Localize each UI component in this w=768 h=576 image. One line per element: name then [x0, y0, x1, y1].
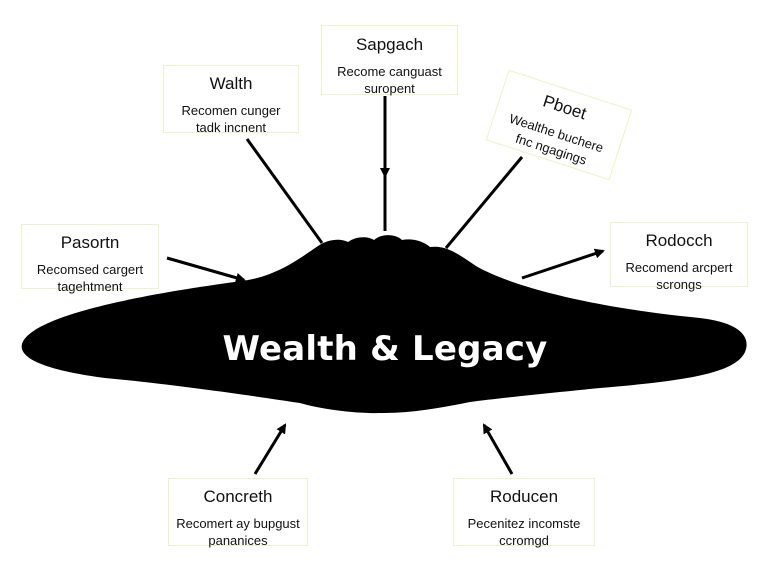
- node-desc-line1: Recomen cunger: [181, 103, 281, 118]
- node-desc-line1: Recome canguast: [337, 64, 442, 79]
- node-card-rodocch: Rodocch Recomend arcpert scrongs: [610, 222, 748, 292]
- node-desc-line1: Recomsed cargert: [36, 262, 144, 277]
- node-card-wealth: Walth Recomen cunger tadk incnent: [163, 65, 299, 135]
- node-title: Sapgach: [355, 35, 424, 54]
- node-card-sapgach: Sapgach Recome canguast suropent: [321, 25, 458, 96]
- node-title: Roducen: [489, 487, 559, 506]
- node-desc-line2: tadk incnent: [195, 120, 267, 135]
- center-title: Wealth & Legacy: [222, 329, 548, 369]
- node-title: Rodocch: [645, 231, 713, 250]
- wealth-mound-shape: [21, 235, 747, 414]
- node-title: Concreth: [203, 487, 273, 506]
- node-desc-line2: scrongs: [656, 277, 702, 292]
- node-title: Pasortn: [60, 233, 120, 252]
- node-desc-line2: suropent: [364, 81, 415, 96]
- node-desc-line1: Recomert ay bupgust: [176, 516, 300, 531]
- node-card-roducen: Roducen Pecenitez incomste ccromgd: [453, 478, 595, 548]
- arrow-from-pasortn: [166, 256, 246, 283]
- node-desc-line1: Recomend arcpert: [625, 260, 733, 275]
- node-title: Walth: [209, 74, 253, 93]
- arrow-from-roducen: [482, 423, 514, 475]
- arrow-from-wealth: [245, 138, 324, 244]
- node-card-pasortn: Pasortn Recomsed cargert tagehtment: [21, 224, 159, 294]
- node-desc-line1: Pecenitez incomste: [467, 516, 581, 531]
- arrow-from-concreth: [253, 423, 287, 475]
- arrow-from-pboet: [444, 156, 524, 249]
- node-desc-line2: tagehtment: [57, 279, 123, 294]
- node-desc-line2: pananices: [208, 533, 268, 548]
- node-desc-line2: ccromgd: [499, 533, 549, 548]
- node-card-concreth: Concreth Recomert ay bupgust pananices: [168, 478, 308, 548]
- arrow-to-rodocch: [521, 248, 605, 280]
